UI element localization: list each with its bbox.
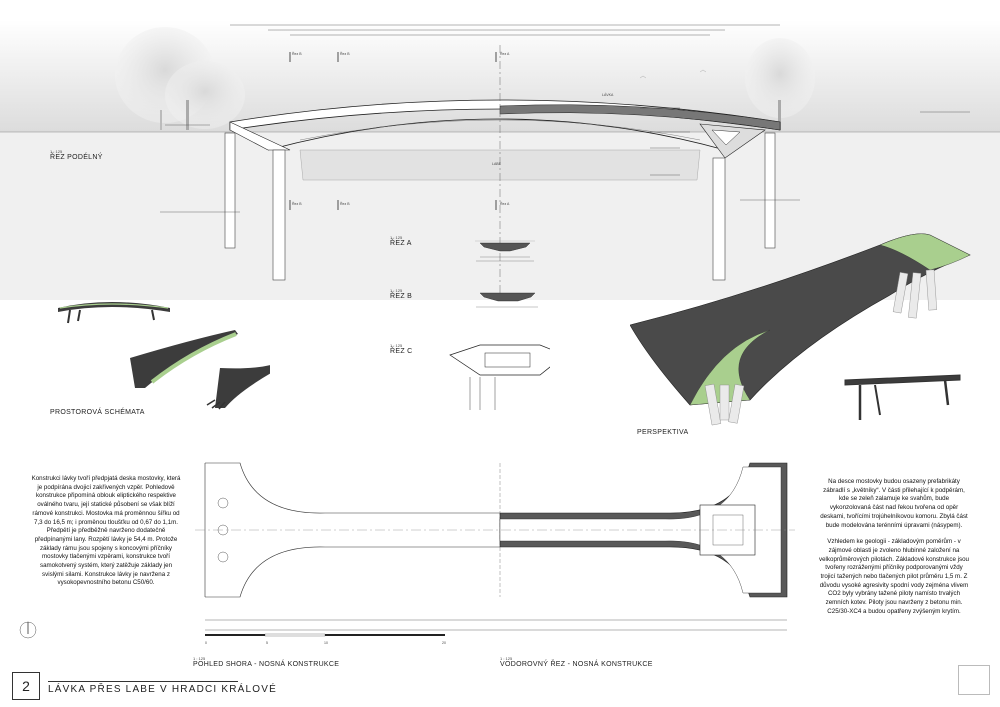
scheme-2-perspective (130, 330, 238, 388)
pile-right-inner (712, 157, 726, 281)
section-a-shape (475, 240, 535, 262)
scale-tick-0: 0 (205, 641, 207, 645)
section-a-scale: 1 : 125 (390, 235, 403, 240)
footbridge-label: LÁVKA (602, 93, 614, 97)
longitudinal-section-scale: 1 : 125 (50, 149, 63, 154)
pile-left-outer (224, 132, 236, 249)
section-a-title: ŘEZ A (390, 240, 412, 247)
description-right-paragraph-1: Na desce mostovky budou osazeny prefabri… (820, 478, 968, 529)
longitudinal-section-title: ŘEZ PODÉLNÝ (50, 154, 103, 161)
perspective-drawing (630, 233, 971, 426)
scale-tick-5: 5 (266, 641, 268, 645)
plan-top-scale: 1 : 125 (193, 656, 206, 661)
cut-a-label-bottom: Řez A (500, 202, 510, 206)
scale-tick-10: 10 (324, 641, 328, 645)
perspective-title: PERSPEKTIVA (637, 429, 689, 436)
tree-left (115, 27, 245, 130)
perspective-piles (704, 269, 937, 426)
cut-b-label-top-left: Řez B (292, 52, 302, 56)
cut-b-label-bottom-left: Řez B (292, 202, 302, 206)
plan-horizontal-section-title: VODOROVNÝ ŘEZ - NOSNÁ KONSTRUKCE (500, 661, 653, 668)
description-right-paragraph-2: Vzhledem ke geologii - základovým poměrů… (819, 538, 969, 615)
section-b-scale: 1 : 125 (390, 288, 403, 293)
sheet-title: LÁVKA PŘES LABE V HRADCI KRÁLOVÉ (48, 684, 278, 695)
scheme-3-underview (206, 365, 270, 410)
scheme-1-elevation (58, 302, 170, 324)
longitudinal-section-drawing (0, 20, 1000, 300)
section-c-shape (449, 344, 550, 410)
perspective-green-strip-outer (879, 233, 971, 271)
spatial-schemes-drawing (58, 302, 270, 410)
frame-sketch (844, 374, 961, 420)
plan-top-title: POHLED SHORA - NOSNÁ KONSTRUKCE (193, 661, 340, 668)
bridge-arch (267, 118, 726, 151)
cut-b-label-bottom-right: Řez B (340, 202, 350, 206)
north-arrow-icon (19, 621, 37, 639)
corner-box (958, 665, 990, 695)
scale-bar (205, 633, 445, 637)
title-rule (48, 681, 238, 682)
pile-left-inner (272, 149, 286, 281)
cut-a-label-top: Řez A (500, 52, 510, 56)
left-abutment (229, 121, 291, 151)
page-number: 2 (12, 672, 40, 700)
plan-drawing (195, 462, 795, 631)
tree-right (745, 38, 815, 130)
bridge-deck-section-cut (499, 104, 781, 131)
description-left: Konstrukci lávky tvoří předpjatá deska m… (31, 475, 181, 587)
section-c-title: ŘEZ C (390, 348, 413, 355)
section-b-title: ŘEZ B (390, 293, 413, 300)
description-right: Na desce mostovky budou osazeny prefabri… (819, 478, 969, 617)
plan-horizontal-section-scale: 1 : 125 (500, 656, 513, 661)
cross-sections-drawing (449, 240, 550, 410)
section-b-shape (476, 292, 538, 308)
river-label: LABE (492, 162, 501, 166)
spatial-schemes-title: PROSTOROVÁ SCHÉMATA (50, 409, 145, 416)
section-c-scale: 1 : 125 (390, 343, 403, 348)
pile-right-outer (764, 132, 776, 249)
cut-b-label-top-right: Řez B (340, 52, 350, 56)
scale-tick-20: 20 (442, 641, 446, 645)
